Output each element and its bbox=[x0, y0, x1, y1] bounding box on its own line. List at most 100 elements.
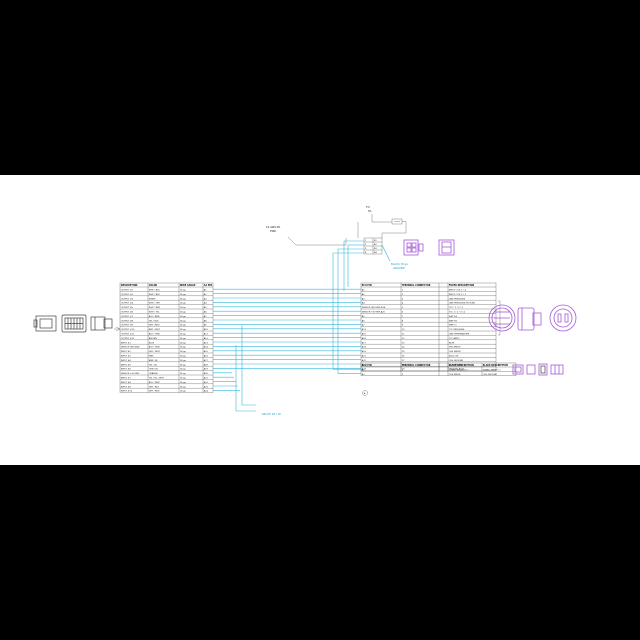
right-table-header-cell: ECU PIN bbox=[362, 284, 372, 287]
right-table-cell: A15 bbox=[362, 333, 367, 336]
right-table-cell: 18 bbox=[402, 364, 405, 366]
right-table-cell: 4X4 LOW bbox=[449, 356, 459, 358]
left-table-cell: A5 bbox=[204, 306, 207, 309]
right-table-cell: A4 bbox=[362, 302, 365, 305]
trans-connector-icon bbox=[488, 304, 577, 332]
right-table-cell: 17 bbox=[402, 360, 405, 362]
left-table-cell: A20 bbox=[204, 372, 209, 375]
right-table-cell: 3 bbox=[402, 298, 404, 300]
left-table-cell: A17 bbox=[204, 359, 209, 362]
right-table-cell: TCC / 1 / 2 / 3 bbox=[449, 307, 464, 309]
right-table-header-cell: FILTER DESCRIPTION bbox=[449, 284, 475, 287]
lower-table-cell: OSS SPEED bbox=[449, 374, 461, 376]
right-pin-table: ECU PIN TERMINAL CONNECTOR FILTER DESCRIPT… bbox=[360, 282, 497, 371]
left-table-cell: 18 ga bbox=[180, 342, 187, 344]
left-table-header-cell: WIRE GAUGE bbox=[180, 284, 196, 287]
left-table-cell: A14 bbox=[204, 346, 209, 349]
left-table-cell: WHITE bbox=[149, 298, 156, 300]
right-table-cell: 9 bbox=[402, 325, 404, 327]
right-table-cell: 11 bbox=[402, 334, 405, 336]
left-table-cell: BLU / WHT bbox=[149, 382, 161, 384]
left-table-cell: OUTPUT #3 bbox=[121, 298, 134, 300]
left-table-cell: A3 bbox=[204, 297, 207, 300]
right-table-cell: A1 bbox=[362, 289, 365, 292]
left-table-cell: A2 bbox=[204, 293, 207, 296]
right-table-cell: TRS SPEED bbox=[449, 347, 461, 349]
right-table-cell: A23 bbox=[362, 363, 367, 366]
small-block-cell: 3 bbox=[365, 248, 367, 250]
lower-table-cell: B2 bbox=[362, 374, 365, 376]
right-table-cell: SENSOR GROUND A14 bbox=[362, 306, 386, 309]
right-table-cell: OSS SPEED bbox=[449, 351, 461, 353]
right-table-cell: MLPS bbox=[449, 342, 455, 344]
right-table-cell: 13 bbox=[402, 342, 405, 344]
left-table-cell: YEL / BL / WHT bbox=[149, 378, 165, 380]
left-table-cell: WHT / YEL bbox=[149, 312, 160, 314]
main-connector-icon bbox=[33, 314, 113, 333]
left-table-cell: 18 ga bbox=[180, 369, 187, 371]
lower-table-header-cell: SLAVE DESCRIPTION bbox=[483, 364, 508, 367]
right-table-cell: LINE PRESSURE GROUND bbox=[449, 303, 476, 305]
left-table-cell: INPUT #5 bbox=[121, 364, 132, 366]
left-table-cell: 18 ga bbox=[180, 290, 187, 292]
left-table-cell: A8 bbox=[204, 319, 207, 322]
left-table-cell: A4 bbox=[204, 302, 207, 305]
right-table-frame bbox=[360, 282, 497, 371]
left-table-cell: 18 ga bbox=[180, 312, 187, 314]
left-table-cell: OUTPUT #12 bbox=[121, 338, 135, 340]
wire-layer bbox=[114, 214, 501, 412]
left-table-cell: A10 bbox=[204, 328, 209, 331]
lower-table-cell: 2 bbox=[402, 374, 404, 376]
left-table-cell: A19 bbox=[204, 368, 209, 371]
lower-table-header-cell: SLAVE DESCRIPTION bbox=[449, 364, 474, 367]
connector-arrow bbox=[114, 326, 121, 332]
right-table-cell: OSS GROUND bbox=[449, 360, 464, 362]
right-table-cell: SHIFT B bbox=[449, 320, 458, 322]
top-connector-icon bbox=[403, 239, 455, 256]
top-wire-label: TO bbox=[366, 205, 370, 209]
right-table-cell: INPUT COIL 2 / 3 bbox=[449, 294, 467, 296]
power-lead bbox=[287, 236, 347, 246]
right-table-cell: A5 bbox=[362, 315, 365, 318]
ref-circle bbox=[362, 390, 368, 396]
left-table-cell: 18 ga bbox=[180, 391, 187, 393]
lower-table-header-cell: TERMINAL CONNECTOR bbox=[402, 364, 431, 367]
left-table-cell: BLK / GRN bbox=[149, 347, 160, 349]
right-table-cell: 4 bbox=[402, 303, 404, 305]
small-block-cell: B2 bbox=[374, 244, 377, 246]
right-table-cell: 5 bbox=[402, 307, 404, 309]
right-table-cell: A17 bbox=[362, 341, 367, 344]
left-table-cell: A13 bbox=[204, 341, 209, 344]
left-wire-label-sub: PWR bbox=[270, 229, 276, 233]
small-block-cell: 1 bbox=[365, 240, 367, 242]
left-table-cell: INPUT #9 bbox=[121, 386, 132, 388]
right-table-cell: 12 bbox=[402, 338, 405, 340]
left-table-cell: 18 ga bbox=[180, 378, 187, 380]
left-table-cell: A21 bbox=[204, 377, 209, 380]
left-table-cell: 18 ga bbox=[180, 307, 187, 309]
right-table-cell: A6 bbox=[362, 319, 365, 322]
left-table-cell: SENSOR +5V REF bbox=[121, 372, 140, 375]
left-table-cell: YEL / BL bbox=[149, 364, 158, 366]
right-table-cell: A13 bbox=[362, 328, 367, 331]
right-table-cell: A19 bbox=[362, 350, 367, 353]
lower-table-cell: TURBO SPEED (+) bbox=[449, 369, 468, 372]
left-table-cell: A1 bbox=[204, 289, 207, 292]
right-table-cell: LINE PRESSURE bbox=[449, 298, 466, 300]
right-table-cell: SENSOR +5V REF A20 bbox=[362, 311, 386, 314]
left-table-cell: 18 ga bbox=[180, 316, 187, 318]
right-table-cell: 14 bbox=[402, 347, 405, 349]
left-table-cell: A23 bbox=[204, 385, 209, 388]
splice-label-sub: GROUND bbox=[393, 266, 405, 270]
left-table-cell: BRN / BL bbox=[149, 360, 159, 362]
left-table-cell: GRY / BLK bbox=[149, 386, 160, 388]
left-table-cell: 18 ga bbox=[180, 364, 187, 366]
right-table-cell: TCC PRESSURE bbox=[449, 329, 465, 331]
left-table-cell: GRY / WHT bbox=[149, 351, 161, 353]
left-table-cell: INPUT #2 bbox=[121, 351, 132, 353]
bottom-splice-label: SPLICE 18 / 16 bbox=[262, 412, 281, 416]
splice-label: BLACK 18 ga bbox=[391, 262, 408, 266]
